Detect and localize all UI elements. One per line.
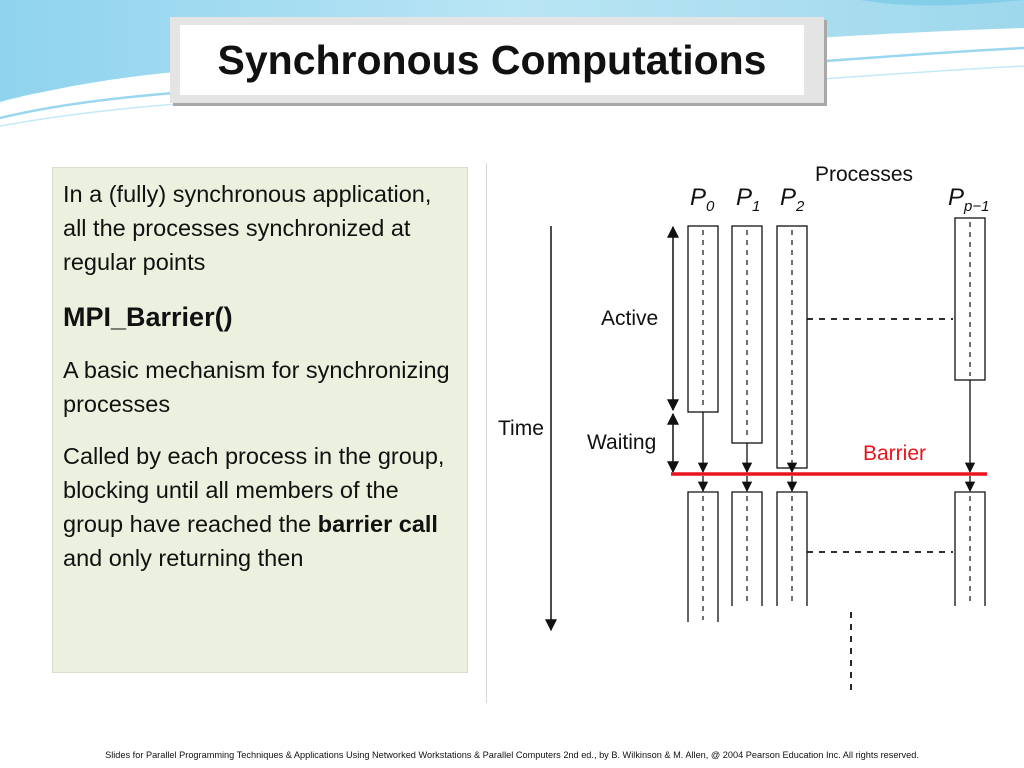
called-text-start: Called by each process in the group, blo…	[63, 443, 445, 537]
svg-text:P1: P1	[736, 184, 760, 215]
barrier-label: Barrier	[863, 442, 926, 465]
slide-title: Synchronous Computations	[217, 36, 767, 83]
svg-text:P2: P2	[780, 184, 805, 215]
mechanism-paragraph: A basic mechanism for synchronizing proc…	[63, 357, 450, 417]
p1-next-bar	[731, 491, 763, 606]
pp-1-next-bar	[954, 491, 986, 606]
barrier-call-bold: barrier call	[317, 511, 438, 537]
process-label-pp-1: Pp−1	[948, 184, 989, 215]
p0-next-bar	[687, 491, 719, 622]
title-box: Synchronous Computations	[170, 17, 824, 103]
p2-next-bar	[776, 491, 808, 606]
intro-paragraph: In a (fully) synchronous application, al…	[63, 181, 432, 275]
text-panel: In a (fully) synchronous application, al…	[52, 167, 468, 673]
active-label: Active	[601, 307, 658, 330]
process-label-p2: P2	[780, 184, 805, 215]
called-paragraph: Called by each process in the group, blo…	[63, 439, 457, 575]
processes-label: Processes	[815, 163, 913, 186]
svg-text:P0: P0	[690, 184, 715, 215]
waiting-label: Waiting	[587, 431, 656, 454]
svg-text:Pp−1: Pp−1	[948, 184, 989, 215]
process-label-p1: P1	[736, 184, 760, 215]
mpi-barrier-heading: MPI_Barrier()	[63, 302, 233, 332]
footer-copyright: Slides for Parallel Programming Techniqu…	[105, 750, 919, 760]
barrier-diagram-frame: Processes P0 P1 P2 Pp−1 Active Waiting T…	[486, 163, 999, 703]
barrier-diagram: Processes P0 P1 P2 Pp−1 Active Waiting T…	[498, 163, 989, 694]
title-inner: Synchronous Computations	[180, 25, 804, 95]
time-label: Time	[498, 417, 544, 440]
process-label-p0: P0	[690, 184, 715, 215]
called-text-end: and only returning then	[63, 545, 304, 571]
